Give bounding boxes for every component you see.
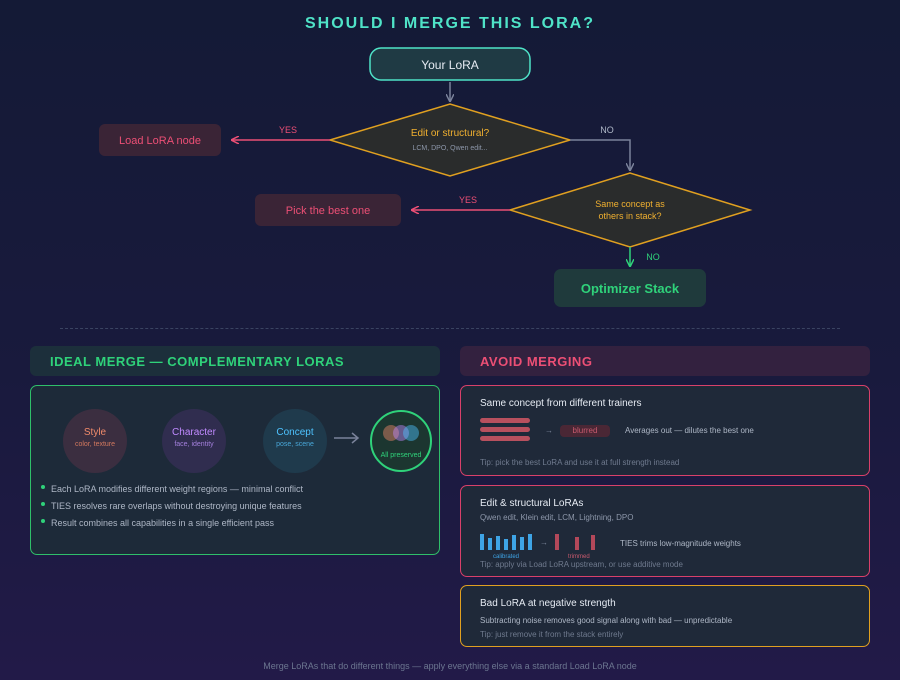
concept-circle-name: Concept — [276, 427, 314, 438]
list-item: Result combines all capabilities in a si… — [41, 518, 431, 535]
card-note: Averages out — dilutes the best one — [625, 426, 754, 435]
stacked-bars-icon — [480, 418, 530, 445]
decision1-sub: LCM, DPO, Qwen edit... — [412, 145, 487, 152]
bullet-icon — [41, 519, 45, 523]
yes2-label: YES — [459, 195, 477, 205]
decision2-diamond — [507, 172, 753, 248]
card-sub: Subtracting noise removes good signal al… — [480, 616, 733, 625]
bullet-text: Each LoRA modifies different weight regi… — [51, 484, 303, 494]
ideal-merge-panel: Style color, texture Character face, ide… — [30, 385, 440, 555]
pick-best-node-label: Pick the best one — [286, 205, 370, 217]
card-title: Same concept from different trainers — [480, 398, 642, 409]
decision1-label: Edit or structural? — [411, 128, 490, 139]
style-circle-name: Style — [83, 427, 107, 438]
avoid-card-edit-structural: Edit & structural LoRAs Qwen edit, Klein… — [460, 485, 870, 577]
bullet-text: TIES resolves rare overlaps without dest… — [51, 501, 302, 511]
calibrated-bars-icon — [480, 534, 532, 550]
decision1-diamond — [327, 103, 573, 177]
start-node-label: Your LoRA — [421, 58, 479, 72]
card-title: Bad LoRA at negative strength — [480, 598, 616, 609]
arrow-no1 — [570, 139, 630, 170]
avoid-card-same-concept: Same concept from different trainers → b… — [460, 385, 870, 476]
ideal-merge-header: IDEAL MERGE — COMPLEMENTARY LORAS — [30, 346, 440, 376]
calibrated-label: calibrated — [493, 554, 520, 560]
list-item: Each LoRA modifies different weight regi… — [41, 484, 431, 501]
trimmed-label: trimmed — [568, 554, 590, 560]
decision2-line2: others in stack? — [598, 211, 661, 221]
card-tip: Tip: apply via Load LoRA upstream, or us… — [480, 560, 683, 569]
avoid-merging-header: AVOID MERGING — [460, 346, 870, 376]
combined-circles-icon — [383, 425, 419, 441]
character-circle-name: Character — [172, 427, 216, 438]
bullet-icon — [41, 485, 45, 489]
all-preserved-label: All preserved — [380, 452, 422, 459]
arrow-icon: → — [540, 538, 548, 547]
concept-circle: Concept pose, scene — [263, 409, 327, 473]
avoid-card-negative-strength: Bad LoRA at negative strength Subtractin… — [460, 585, 870, 647]
ideal-bullets: Each LoRA modifies different weight regi… — [41, 484, 431, 535]
yes1-label: YES — [279, 125, 297, 135]
character-circle: Character face, identity — [162, 409, 226, 473]
section-divider — [60, 328, 840, 329]
load-lora-node — [99, 124, 221, 156]
card-tip: Tip: pick the best LoRA and use it at fu… — [480, 458, 680, 467]
load-lora-node-label: Load LoRA node — [119, 135, 201, 147]
card-sub: Qwen edit, Klein edit, LCM, Lightning, D… — [480, 513, 634, 522]
no1-label: NO — [600, 125, 614, 135]
card-note: TIES trims low-magnitude weights — [620, 539, 741, 548]
card-title: Edit & structural LoRAs — [480, 498, 584, 509]
list-item: TIES resolves rare overlaps without dest… — [41, 501, 431, 518]
bullet-icon — [41, 502, 45, 506]
decision2-line1: Same concept as — [595, 199, 665, 209]
start-node — [369, 47, 531, 81]
concept-circle-sub: pose, scene — [276, 441, 314, 448]
merge-arrow-icon — [334, 432, 360, 444]
style-circle-sub: color, texture — [74, 441, 116, 448]
trimmed-bars-icon — [555, 534, 595, 550]
pick-best-node — [255, 194, 401, 226]
bullet-text: Result combines all capabilities in a si… — [51, 518, 274, 528]
card-tip: Tip: just remove it from the stack entir… — [480, 630, 624, 639]
character-circle-sub: face, identity — [174, 441, 214, 448]
style-circle: Style color, texture — [63, 409, 127, 473]
arrow-icon: → — [545, 426, 553, 435]
optimizer-stack-node — [554, 269, 706, 307]
no2-label: NO — [646, 252, 660, 262]
all-preserved-circle: All preserved — [370, 410, 432, 472]
page-title: SHOULD I MERGE THIS LORA? — [305, 15, 595, 32]
blurred-pill: blurred — [560, 425, 610, 437]
optimizer-stack-label: Optimizer Stack — [581, 281, 680, 296]
footer-note: Merge LoRAs that do different things — a… — [263, 661, 637, 671]
flowchart: Your LoRA Edit or structural? LCM, DPO, … — [99, 47, 753, 307]
